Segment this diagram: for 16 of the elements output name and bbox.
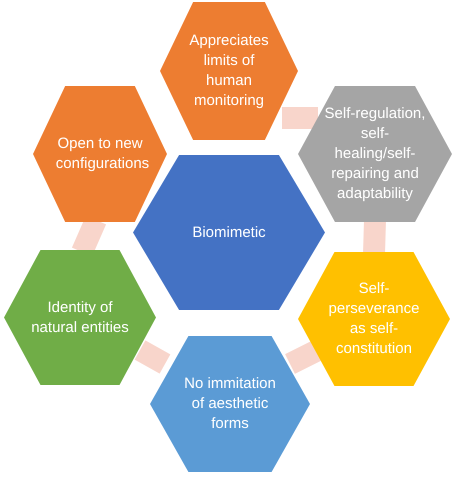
hexagon [160, 2, 298, 140]
hexagon [4, 250, 156, 385]
node-text: Self-regulation, self-healing/self-repairing and adaptability [324, 104, 426, 204]
hexagon [33, 86, 167, 222]
hexagon [150, 336, 310, 472]
connector-band [363, 220, 386, 254]
connector-band [282, 107, 318, 129]
hexagon [298, 86, 452, 222]
hexagon [298, 252, 450, 386]
node-text: Appreciates limits of human monitoring [188, 31, 270, 111]
node-text: No immitation of aesthetic forms [183, 374, 277, 434]
node-text: Biomimetic [191, 222, 267, 242]
node-text: Identity of natural entities [30, 298, 130, 338]
connector-band [134, 340, 170, 374]
node-text: Self-perseverance as self-constitution [328, 279, 420, 359]
connector-band [285, 340, 323, 374]
